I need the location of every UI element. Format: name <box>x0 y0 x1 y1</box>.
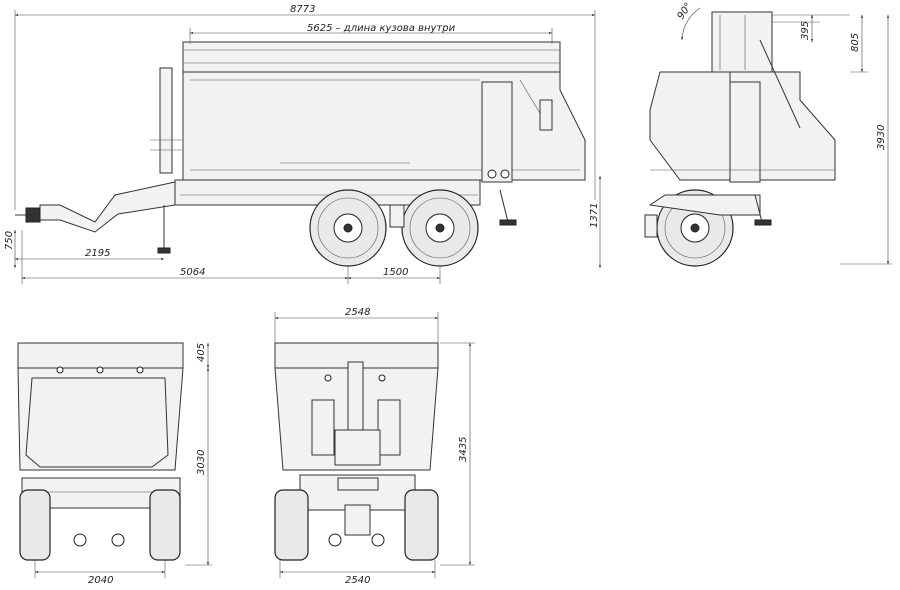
side-view: 8773 5625 – длина кузова внутри 1371 750… <box>4 4 602 284</box>
dim-rear-height: 3435 <box>458 437 469 462</box>
dim-top-to-axis: 805 <box>850 33 861 52</box>
rear-tipping-view: 90° 395 805 3930 <box>644 1 892 267</box>
front-post <box>159 67 173 174</box>
dim-hitch-to-axle-center: 5064 <box>180 267 205 278</box>
dim-side-wall-height: 395 <box>800 21 811 40</box>
support-leg <box>157 247 171 254</box>
front-left-tyre <box>19 489 51 561</box>
dim-front-height: 3030 <box>196 450 207 475</box>
dim-axle-spacing: 1500 <box>383 267 408 278</box>
tipping-raised-board <box>711 11 773 73</box>
rear-chassis <box>299 474 416 511</box>
dim-body-inner-length: 5625 – длина кузова внутри <box>307 23 456 34</box>
side-rear-door <box>481 81 513 183</box>
front-body <box>17 367 184 471</box>
dim-angle: 90° <box>675 1 694 22</box>
front-view: 405 3030 2040 <box>17 342 212 586</box>
tipping-body-left <box>649 71 731 181</box>
side-wheel-1 <box>309 189 387 267</box>
dim-front-top-board: 405 <box>196 343 207 362</box>
rear-left-tyre <box>274 489 309 561</box>
rear-view: 2548 3435 2540 <box>274 307 475 586</box>
dim-hitch-height: 750 <box>4 231 15 250</box>
dim-rear-track: 2540 <box>345 575 370 586</box>
side-drawbar <box>39 181 176 233</box>
dim-overall-height: 3930 <box>876 125 887 150</box>
front-right-tyre <box>149 489 181 561</box>
front-top-board <box>17 342 184 369</box>
dim-drawbar-to-axle: 2195 <box>85 248 110 259</box>
dim-front-track: 2040 <box>88 575 113 586</box>
dim-body-width: 2548 <box>345 307 370 318</box>
side-wheel-2 <box>401 189 479 267</box>
side-upper-board <box>182 41 561 73</box>
dim-overall-length: 8773 <box>290 4 315 15</box>
dim-platform-height: 1371 <box>589 203 600 228</box>
rear-right-tyre <box>404 489 439 561</box>
